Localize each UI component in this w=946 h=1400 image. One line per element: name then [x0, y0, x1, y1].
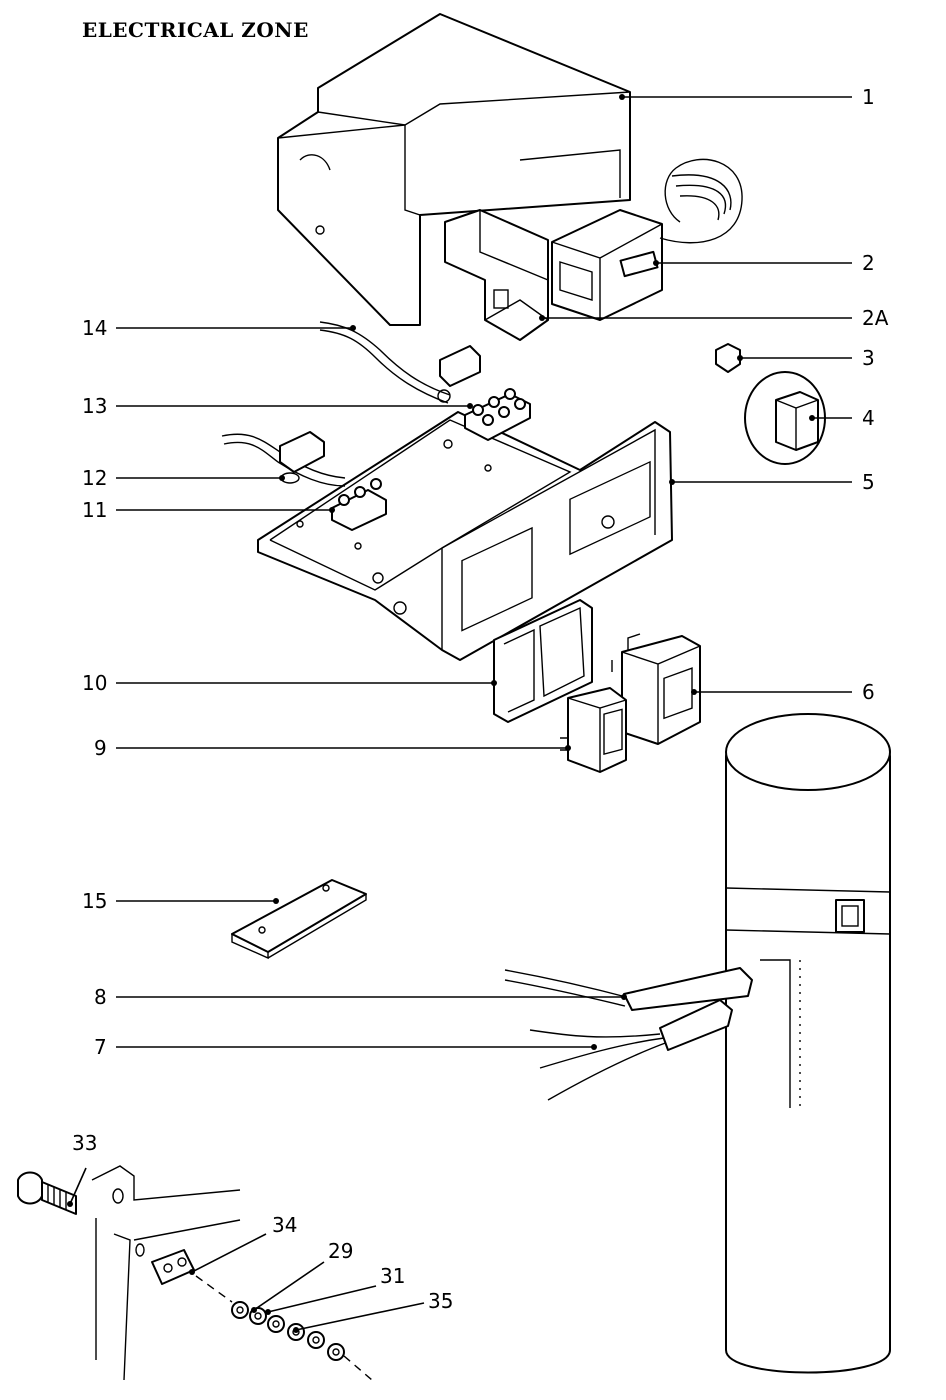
- callout-4: 4: [862, 406, 875, 430]
- callout-9: 9: [94, 736, 107, 760]
- part-2-thermostat: [551, 158, 743, 321]
- callout-11: 11: [82, 498, 107, 522]
- callout-10: 10: [82, 671, 107, 695]
- hinge-bracket: [91, 1165, 241, 1381]
- part-3-nut: [715, 343, 741, 373]
- part-33-screw: [17, 1171, 77, 1215]
- part-13-terminal-block: [464, 388, 531, 472]
- part-10-switch-frame: [493, 599, 593, 723]
- part-1-cover-housing: [277, 13, 631, 326]
- part-7-heater-wires: [529, 999, 733, 1101]
- callout-13: 13: [82, 394, 107, 418]
- part-12-cable-clamp: [221, 431, 346, 487]
- part-15-mounting-plate: [231, 879, 367, 960]
- callout-labels: 1 2 2A 3 4 5 6 14 13 12 11 10 9 15 8 7 3…: [72, 85, 889, 1313]
- parts-29-31-35-washers-nuts: [195, 1275, 373, 1381]
- callout-1: 1: [862, 85, 875, 109]
- part-8-heater-cable: [504, 967, 753, 1011]
- callout-2: 2: [862, 251, 875, 275]
- boiler-cylinder: [725, 713, 891, 1374]
- part-5-panel-plate: [257, 411, 673, 661]
- callout-14: 14: [82, 316, 107, 340]
- callout-33: 33: [72, 1131, 97, 1155]
- callout-12: 12: [82, 466, 107, 490]
- callout-15: 15: [82, 889, 107, 913]
- diagram-title: ELECTRICAL ZONE: [82, 18, 309, 42]
- part-34-hinge-plate: [151, 1249, 195, 1285]
- part-11-terminal-block: [296, 478, 387, 550]
- callout-8: 8: [94, 985, 107, 1009]
- part-2a-bracket: [444, 209, 549, 341]
- callout-29: 29: [328, 1239, 353, 1263]
- callout-3: 3: [862, 346, 875, 370]
- part-9-small-switch: [560, 687, 627, 773]
- callout-31: 31: [380, 1264, 405, 1288]
- part-4-knob: [744, 371, 826, 465]
- callout-35: 35: [428, 1289, 453, 1313]
- callout-5: 5: [862, 470, 875, 494]
- callout-6: 6: [862, 680, 875, 704]
- callout-2a: 2A: [862, 306, 889, 330]
- callout-34: 34: [272, 1213, 297, 1237]
- callout-7: 7: [94, 1035, 107, 1059]
- leader-lines: [67, 94, 852, 1333]
- part-14-cable-clamp: [319, 321, 481, 404]
